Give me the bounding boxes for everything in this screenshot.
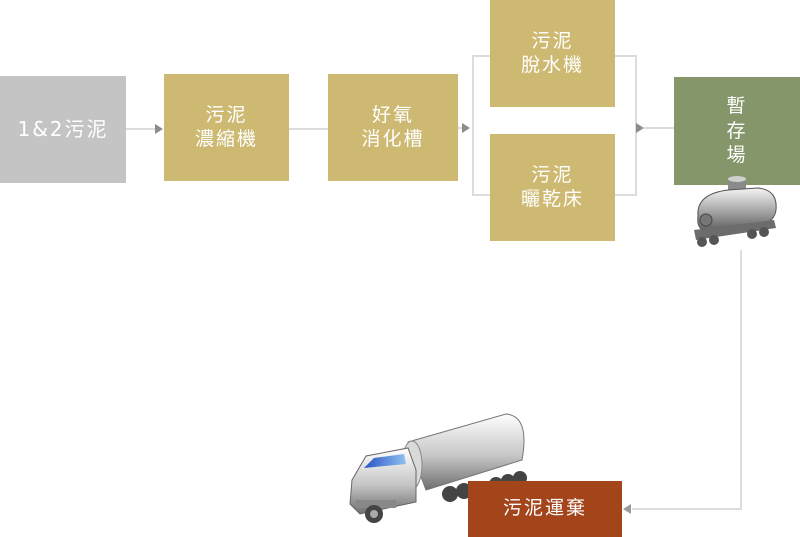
connector-source-thickener — [126, 128, 156, 130]
connector-merge-storage — [644, 127, 674, 129]
tank-car-icon — [694, 176, 777, 247]
node-disposal-label: 污泥運棄 — [502, 497, 587, 520]
node-thickener[interactable]: 污泥 濃縮機 — [164, 74, 289, 181]
arrow-into-split — [462, 123, 470, 133]
node-thickener-label: 污泥 濃縮機 — [194, 103, 258, 150]
bracket-right-top — [615, 55, 637, 57]
node-disposal[interactable]: 污泥運棄 — [468, 481, 622, 537]
arrow-into-storage — [636, 123, 644, 133]
connector-digester-split — [458, 127, 464, 129]
node-dewatering-label: 污泥 脫水機 — [520, 29, 584, 76]
node-dewatering[interactable]: 污泥 脫水機 — [490, 0, 615, 107]
node-storage[interactable]: 暫 存 場 — [674, 77, 800, 185]
connector-storage-down — [740, 250, 742, 510]
arrow-into-disposal — [623, 504, 631, 514]
bracket-left-bottom — [472, 194, 490, 196]
connector-thickener-digester — [289, 128, 328, 130]
node-digester-label: 好氧 消化槽 — [361, 103, 425, 150]
node-source-label: 1&2污泥 — [17, 117, 109, 141]
arrow-into-thickener — [155, 124, 163, 134]
node-source[interactable]: 1&2污泥 — [0, 76, 126, 183]
bracket-left-top — [472, 55, 490, 57]
node-storage-label: 暫 存 場 — [726, 94, 748, 167]
node-digester[interactable]: 好氧 消化槽 — [328, 74, 458, 181]
bracket-left-vertical — [472, 55, 474, 195]
bracket-right-bottom — [615, 194, 637, 196]
node-drying-bed[interactable]: 污泥 曬乾床 — [490, 134, 615, 241]
connector-storage-to-disposal — [632, 508, 742, 510]
node-drying-bed-label: 污泥 曬乾床 — [520, 163, 584, 210]
